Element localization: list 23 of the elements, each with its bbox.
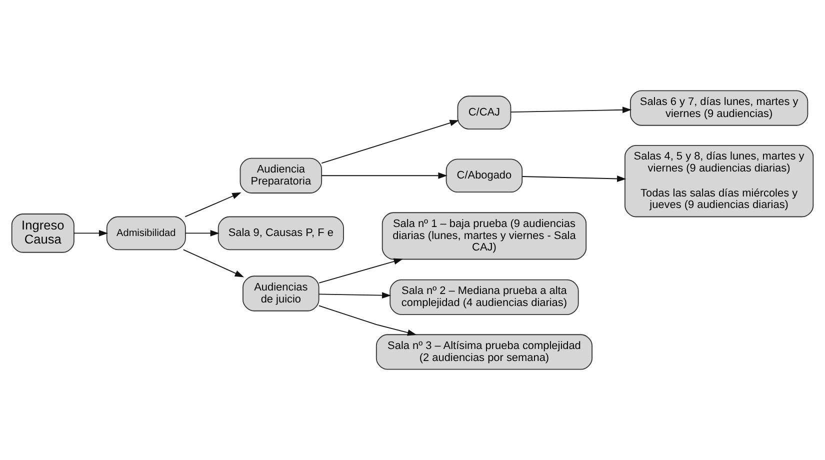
- node-box: Audiencia Preparatoria: [240, 158, 322, 194]
- node-box: C/Abogado: [446, 158, 523, 193]
- arrow: [522, 176, 626, 182]
- node-box: Sala 9, Causas P, F e: [218, 216, 344, 250]
- arrow: [184, 192, 242, 218]
- node-box: Salas 6 y 7, días lunes, martes y viernes (9 audiencias): [630, 90, 808, 126]
- node-box: Sala nº 1 – baja prueba (9 audiencias diarias (lunes, martes y viernes - Sala CAJ): [382, 212, 587, 260]
- arrow: [321, 172, 448, 179]
- arrow: [74, 230, 108, 236]
- arrow: [510, 106, 632, 114]
- node-box: Salas 4, 5 y 8, días lunes, martes y viernes (9 audiencias diarias) Todas las salas días miércoles y jueves (9 audiencias diarias): [624, 145, 814, 218]
- arrow: [185, 230, 220, 236]
- node-box: Sala nº 2 – Mediana prueba a alta complejidad (4 audiencias diarias): [390, 279, 579, 315]
- arrow: [318, 292, 392, 299]
- node-box: C/CAJ: [457, 96, 512, 130]
- arrow: [182, 249, 244, 278]
- arrow: [318, 305, 417, 336]
- node-box: Audiencias de juicio: [242, 276, 320, 312]
- node-box: Admisibilidad: [106, 216, 186, 250]
- node-box: Ingreso Causa: [11, 214, 74, 253]
- node-box: Sala nº 3 – Altísima prueba complejidad (2 audiencias por semana): [376, 334, 592, 370]
- arrow: [321, 120, 459, 164]
- arrow: [318, 258, 403, 284]
